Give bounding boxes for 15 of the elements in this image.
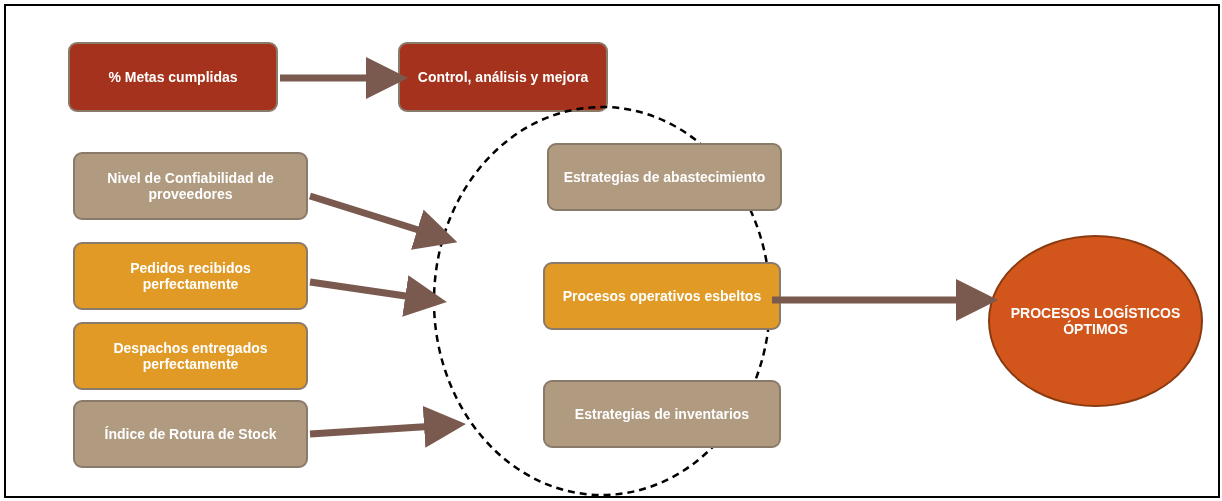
- metric-box: Nivel de Confiabilidad de proveedores: [73, 152, 308, 220]
- strategy-box: Procesos operativos esbeltos: [543, 262, 781, 330]
- arrow: [772, 279, 998, 321]
- arrow: [309, 275, 447, 317]
- metric-box: Despachos entregados perfectamente: [73, 322, 308, 390]
- arrow: [280, 57, 408, 99]
- strategy-box: Estrategias de abastecimiento: [547, 143, 782, 211]
- arrow: [308, 192, 458, 250]
- strategy-box: Estrategias de inventarios: [543, 380, 781, 448]
- process-box: Control, análisis y mejora: [398, 42, 608, 112]
- metric-box: Pedidos recibidos perfectamente: [73, 242, 308, 310]
- result-circle: PROCESOS LOGÍSTICOS ÓPTIMOS: [988, 235, 1203, 407]
- metric-box: Índice de Rotura de Stock: [73, 400, 308, 468]
- arrow: [309, 405, 466, 448]
- metric-box: % Metas cumplidas: [68, 42, 278, 112]
